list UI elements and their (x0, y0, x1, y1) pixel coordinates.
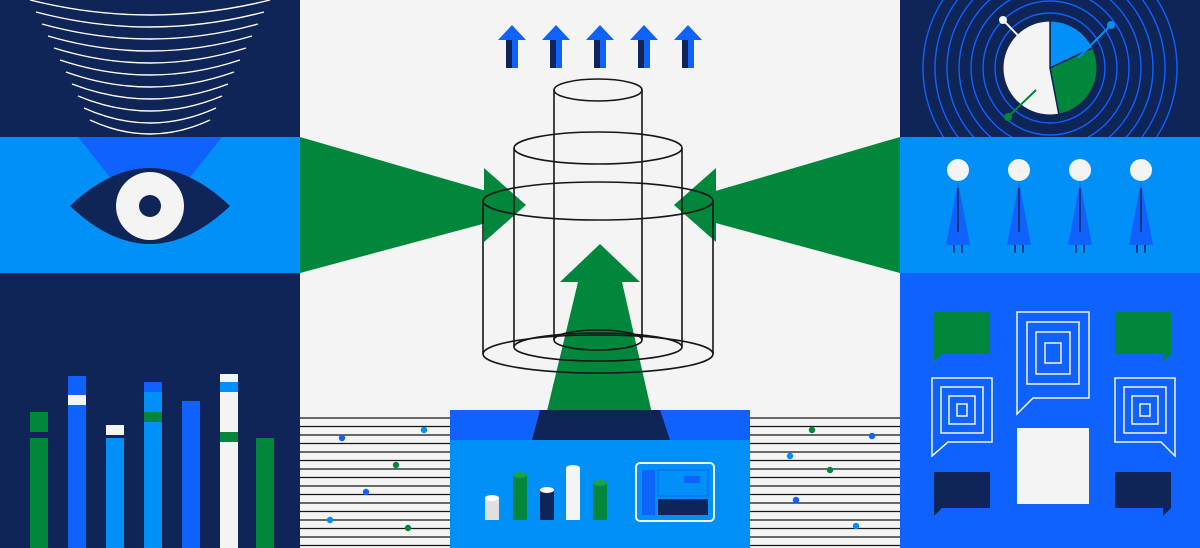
stripe-bg-left (300, 410, 450, 548)
mini-cylinders (485, 465, 607, 520)
stripe-dot (792, 496, 800, 504)
right-green-beam (712, 137, 900, 273)
stripe-dot (786, 452, 794, 460)
pie-outline (1000, 18, 1100, 118)
person-head (1130, 159, 1152, 181)
vertical-bar (106, 438, 124, 548)
mini-screen-icon (635, 462, 715, 522)
stripe-dot (362, 488, 370, 496)
vertical-bar (182, 401, 200, 548)
pie-chart-icon (1000, 18, 1100, 118)
bar-accent (220, 432, 238, 442)
up-arrows (498, 25, 702, 68)
cylinder-stack-icon (482, 78, 714, 374)
nested-bubble-icon (931, 311, 1176, 458)
central-funnel-panel (300, 0, 900, 440)
speech-bubble-icon (934, 312, 1171, 362)
bar-accent (68, 380, 86, 390)
stripe-dot (392, 461, 400, 469)
up-arrow-shade (682, 40, 688, 68)
stripe-dot (420, 426, 428, 434)
people-panel (900, 137, 1200, 273)
vertical-bar (256, 438, 274, 548)
people-group (946, 159, 1153, 253)
stripe-bg-right (750, 410, 900, 548)
stripe-dot (326, 516, 334, 524)
navy-bubble-right (1115, 472, 1171, 516)
speech-bubbles-panel (900, 273, 1200, 548)
vertical-bar (144, 385, 162, 548)
left-green-beam (300, 137, 490, 273)
pie-chart-panel (900, 0, 1200, 196)
stripe-dot (852, 522, 860, 530)
bar-accent (106, 425, 124, 435)
vertical-bars (30, 374, 274, 548)
left-arrowhead (484, 168, 526, 242)
stripe-dot (868, 432, 876, 440)
stripe-dot (808, 426, 816, 434)
striped-lines (300, 410, 900, 548)
up-arrow-shade (638, 40, 644, 68)
up-arrow-shade (506, 40, 512, 68)
bar-accent (144, 412, 162, 422)
person-head (947, 159, 969, 181)
bar-accent (68, 395, 86, 405)
vertical-bar (68, 376, 86, 548)
bar-accent (30, 432, 48, 438)
concentric-arcs (29, 0, 271, 135)
center-up-arrow (540, 244, 658, 440)
vertical-bar (30, 412, 48, 548)
stripe-dot (338, 434, 346, 442)
bar-accent (144, 382, 162, 392)
stripe-dot (404, 524, 412, 532)
bar-accent (220, 382, 238, 392)
vertical-bar (220, 374, 238, 548)
eye-panel (0, 0, 300, 273)
white-bubble (1017, 428, 1089, 504)
dashboard-panel (450, 410, 750, 548)
person-head (1069, 159, 1091, 181)
right-arrowhead (674, 168, 716, 242)
eye-icon (70, 168, 230, 244)
navy-bubble-left (934, 472, 990, 516)
up-arrow-shade (550, 40, 556, 68)
stripe-dot (826, 466, 834, 474)
pie-pointers (999, 16, 1115, 121)
up-arrow-shade (594, 40, 600, 68)
person-head (1008, 159, 1030, 181)
bar-chart-panel (0, 273, 300, 548)
